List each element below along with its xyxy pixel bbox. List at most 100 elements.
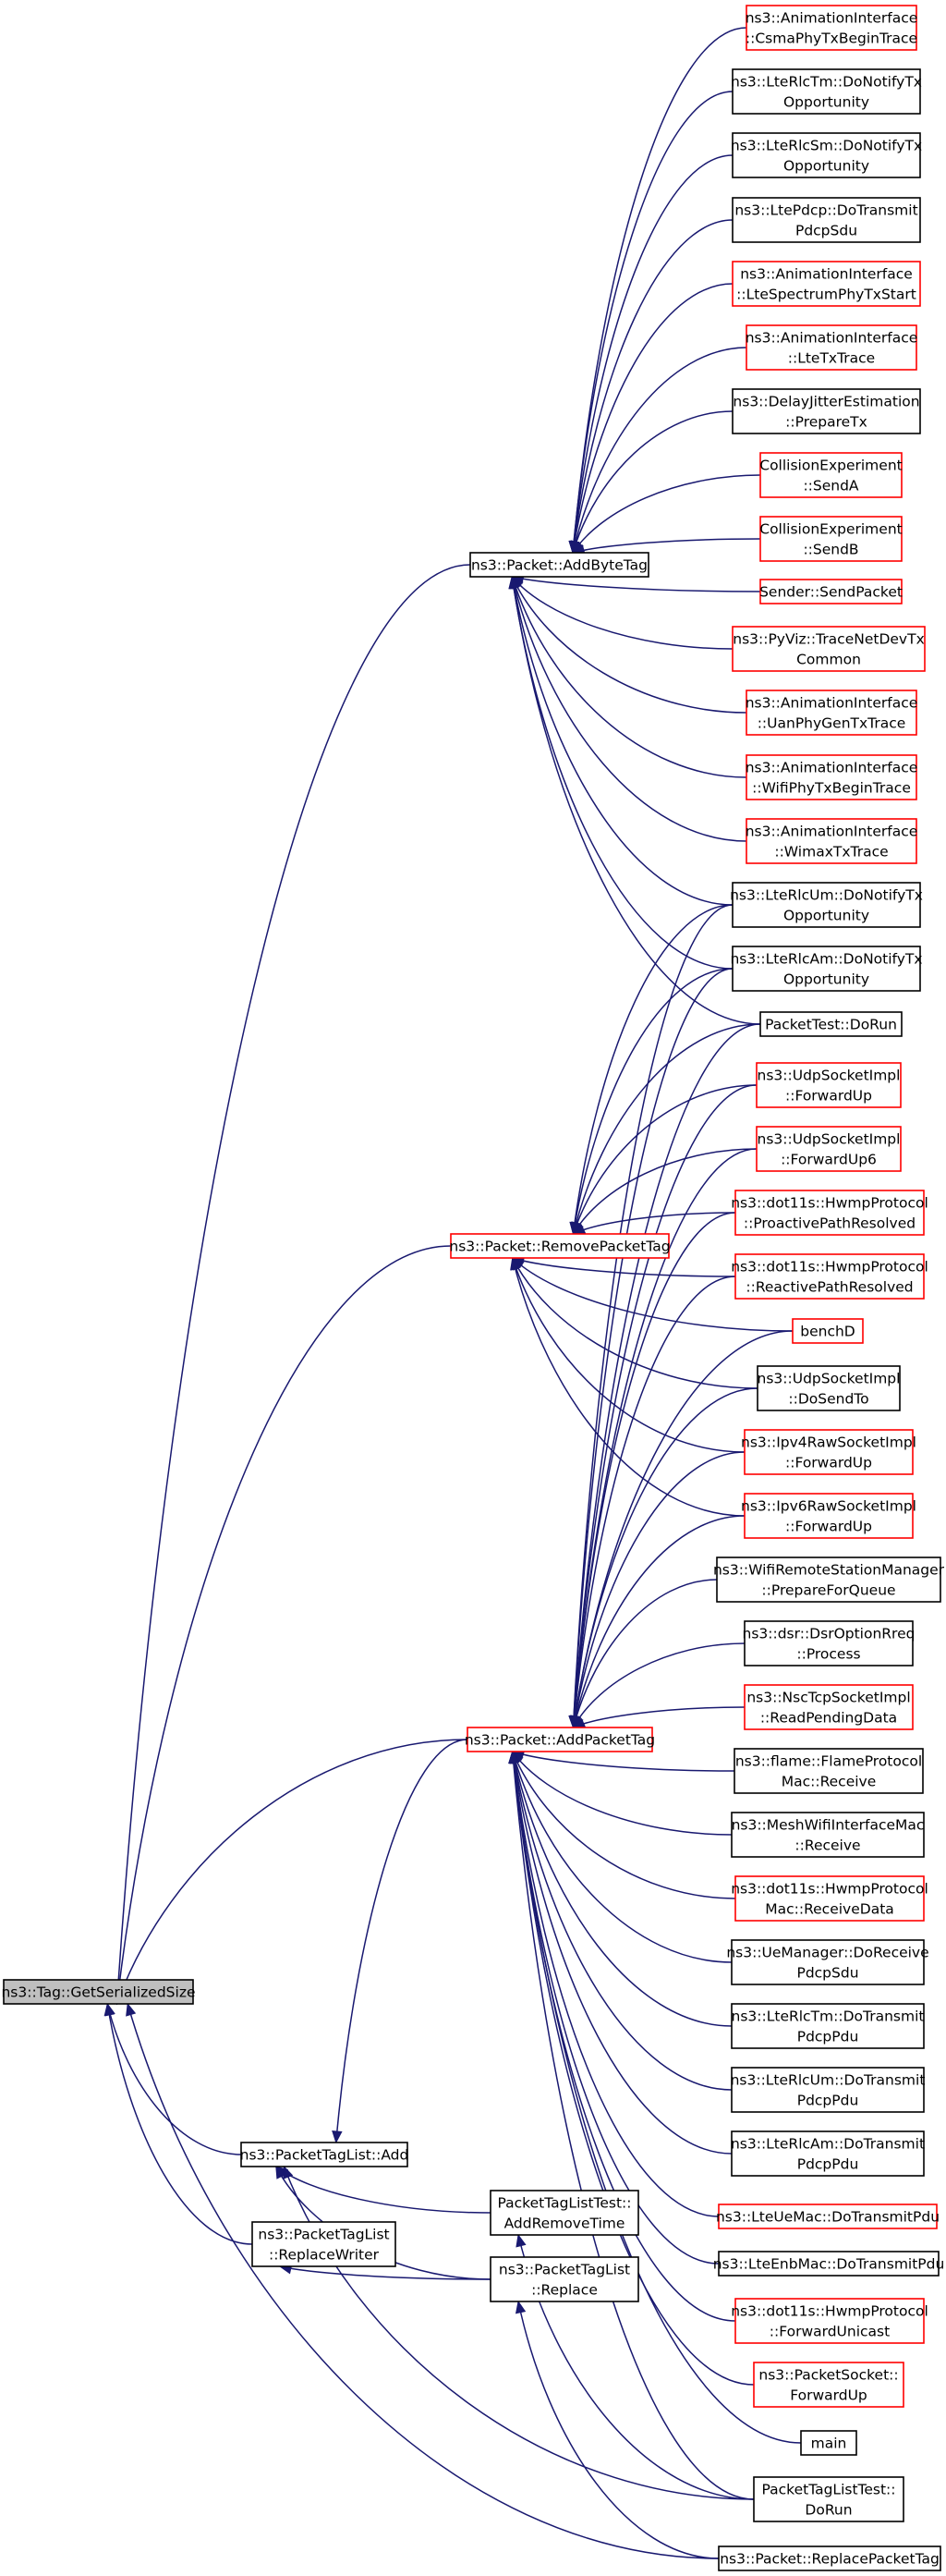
node-box[interactable] xyxy=(716,1557,941,1603)
node-box[interactable] xyxy=(490,2256,639,2302)
node-box[interactable] xyxy=(744,1493,914,1539)
node-box[interactable] xyxy=(734,1748,924,1794)
node-box[interactable] xyxy=(792,1318,864,1344)
node-box[interactable] xyxy=(744,1429,914,1475)
node-box[interactable] xyxy=(718,2545,941,2571)
node-box[interactable] xyxy=(731,1939,925,1985)
node-box[interactable] xyxy=(734,2298,925,2344)
node-a6[interactable]: ns3::dot11s::HwmpProtocolMac::ReceiveDat… xyxy=(731,1875,928,1922)
node-r4[interactable]: ns3::dot11s::HwmpProtocol::ReactivePathR… xyxy=(731,1253,928,1300)
node-addbytetag[interactable]: ns3::Packet::AddByteTag xyxy=(469,552,649,578)
node-r2[interactable]: ns3::UdpSocketImpl::ForwardUp6 xyxy=(756,1126,902,1172)
node-a1[interactable]: ns3::WifiRemoteStationManager::PrepareFo… xyxy=(713,1557,945,1603)
node-box[interactable] xyxy=(3,1979,194,2005)
node-b17[interactable]: PacketTest::DoRun xyxy=(759,1011,903,1037)
node-removepackettag[interactable]: ns3::Packet::RemovePacketTag xyxy=(449,1233,671,1259)
node-b1[interactable]: ns3::AnimationInterface::CsmaPhyTxBeginT… xyxy=(746,5,918,51)
node-box[interactable] xyxy=(732,132,921,178)
node-box[interactable] xyxy=(450,1233,670,1259)
node-r5[interactable]: benchD xyxy=(792,1318,864,1344)
node-b10[interactable]: Sender::SendPacket xyxy=(759,579,903,604)
node-a3[interactable]: ns3::NscTcpSocketImpl::ReadPendingData xyxy=(744,1684,914,1730)
node-r6[interactable]: ns3::UdpSocketImpl::DoSendTo xyxy=(757,1365,901,1411)
node-ptlt_addremove[interactable]: PacketTagListTest::AddRemoveTime xyxy=(490,2190,639,2236)
node-box[interactable] xyxy=(718,2251,940,2277)
node-b6[interactable]: ns3::AnimationInterface::LteTxTrace xyxy=(746,324,918,371)
node-box[interactable] xyxy=(718,2204,938,2229)
node-box[interactable] xyxy=(756,1062,902,1108)
node-box[interactable] xyxy=(732,946,921,992)
node-a15[interactable]: main xyxy=(800,2430,857,2456)
node-box[interactable] xyxy=(732,261,921,307)
node-r3[interactable]: ns3::dot11s::HwmpProtocol::ProactivePath… xyxy=(731,1190,928,1236)
node-box[interactable] xyxy=(746,324,917,371)
node-box[interactable] xyxy=(744,1684,914,1730)
node-box[interactable] xyxy=(734,1875,925,1922)
node-box[interactable] xyxy=(746,754,917,800)
node-a2[interactable]: ns3::dsr::DsrOptionRreq::Process xyxy=(743,1620,916,1666)
node-box[interactable] xyxy=(731,2003,925,2049)
node-box[interactable] xyxy=(240,2142,408,2167)
node-b7[interactable]: ns3::DelayJitterEstimation::PrepareTx xyxy=(732,388,921,434)
node-box[interactable] xyxy=(734,1190,925,1236)
node-a16[interactable]: PacketTagListTest::DoRun xyxy=(753,2476,904,2522)
node-ptl_replace[interactable]: ns3::PacketTagList::Replace xyxy=(490,2256,639,2302)
node-addpackettag[interactable]: ns3::Packet::AddPacketTag xyxy=(465,1727,655,1752)
node-b5[interactable]: ns3::AnimationInterface::LteSpectrumPhyT… xyxy=(732,261,921,307)
node-r7[interactable]: ns3::Ipv4RawSocketImpl::ForwardUp xyxy=(741,1429,916,1475)
node-root[interactable]: ns3::Tag::GetSerializedSize xyxy=(1,1979,196,2005)
node-box[interactable] xyxy=(757,1365,901,1411)
node-a11[interactable]: ns3::LteUeMac::DoTransmitPdu xyxy=(716,2204,940,2229)
node-r8[interactable]: ns3::Ipv6RawSocketImpl::ForwardUp xyxy=(741,1493,916,1539)
node-box[interactable] xyxy=(759,452,903,498)
node-box[interactable] xyxy=(759,516,903,562)
node-box[interactable] xyxy=(800,2430,857,2456)
node-box[interactable] xyxy=(746,690,917,736)
node-box[interactable] xyxy=(732,882,921,928)
node-box[interactable] xyxy=(467,1727,653,1752)
node-a12[interactable]: ns3::LteEnbMac::DoTransmitPdu xyxy=(713,2251,945,2277)
node-box[interactable] xyxy=(746,818,917,864)
node-box[interactable] xyxy=(756,1126,902,1172)
node-b14[interactable]: ns3::AnimationInterface::WimaxTxTrace xyxy=(746,818,918,864)
node-a17[interactable]: ns3::Packet::ReplacePacketTag xyxy=(718,2545,941,2571)
node-ptl_add[interactable]: ns3::PacketTagList::Add xyxy=(240,2142,409,2167)
node-box[interactable] xyxy=(753,2476,904,2522)
node-a14[interactable]: ns3::PacketSocket::ForwardUp xyxy=(753,2362,904,2408)
node-b9[interactable]: CollisionExperiment::SendB xyxy=(759,516,903,562)
node-box[interactable] xyxy=(753,2362,904,2408)
node-r1[interactable]: ns3::UdpSocketImpl::ForwardUp xyxy=(756,1062,902,1108)
node-a13[interactable]: ns3::dot11s::HwmpProtocol::ForwardUnicas… xyxy=(731,2298,928,2344)
node-b8[interactable]: CollisionExperiment::SendA xyxy=(759,452,903,498)
node-box[interactable] xyxy=(759,1011,903,1037)
node-box[interactable] xyxy=(732,197,921,243)
node-ptl_replacewriter[interactable]: ns3::PacketTagList::ReplaceWriter xyxy=(251,2221,396,2267)
node-b12[interactable]: ns3::AnimationInterface::UanPhyGenTxTrac… xyxy=(746,690,918,736)
node-box[interactable] xyxy=(759,579,903,604)
node-box[interactable] xyxy=(746,5,917,51)
node-box[interactable] xyxy=(731,2067,925,2113)
node-b13[interactable]: ns3::AnimationInterface::WifiPhyTxBeginT… xyxy=(746,754,918,800)
node-box[interactable] xyxy=(731,1812,925,1858)
node-box[interactable] xyxy=(490,2190,639,2236)
node-box[interactable] xyxy=(251,2221,396,2267)
node-a5[interactable]: ns3::MeshWifiInterfaceMac::Receive xyxy=(731,1812,925,1858)
node-box[interactable] xyxy=(732,388,921,434)
node-box[interactable] xyxy=(744,1620,914,1666)
node-box[interactable] xyxy=(731,2130,925,2177)
node-box[interactable] xyxy=(469,552,649,578)
node-box[interactable] xyxy=(734,1253,925,1300)
node-box[interactable] xyxy=(732,626,926,672)
node-box[interactable] xyxy=(732,68,921,115)
